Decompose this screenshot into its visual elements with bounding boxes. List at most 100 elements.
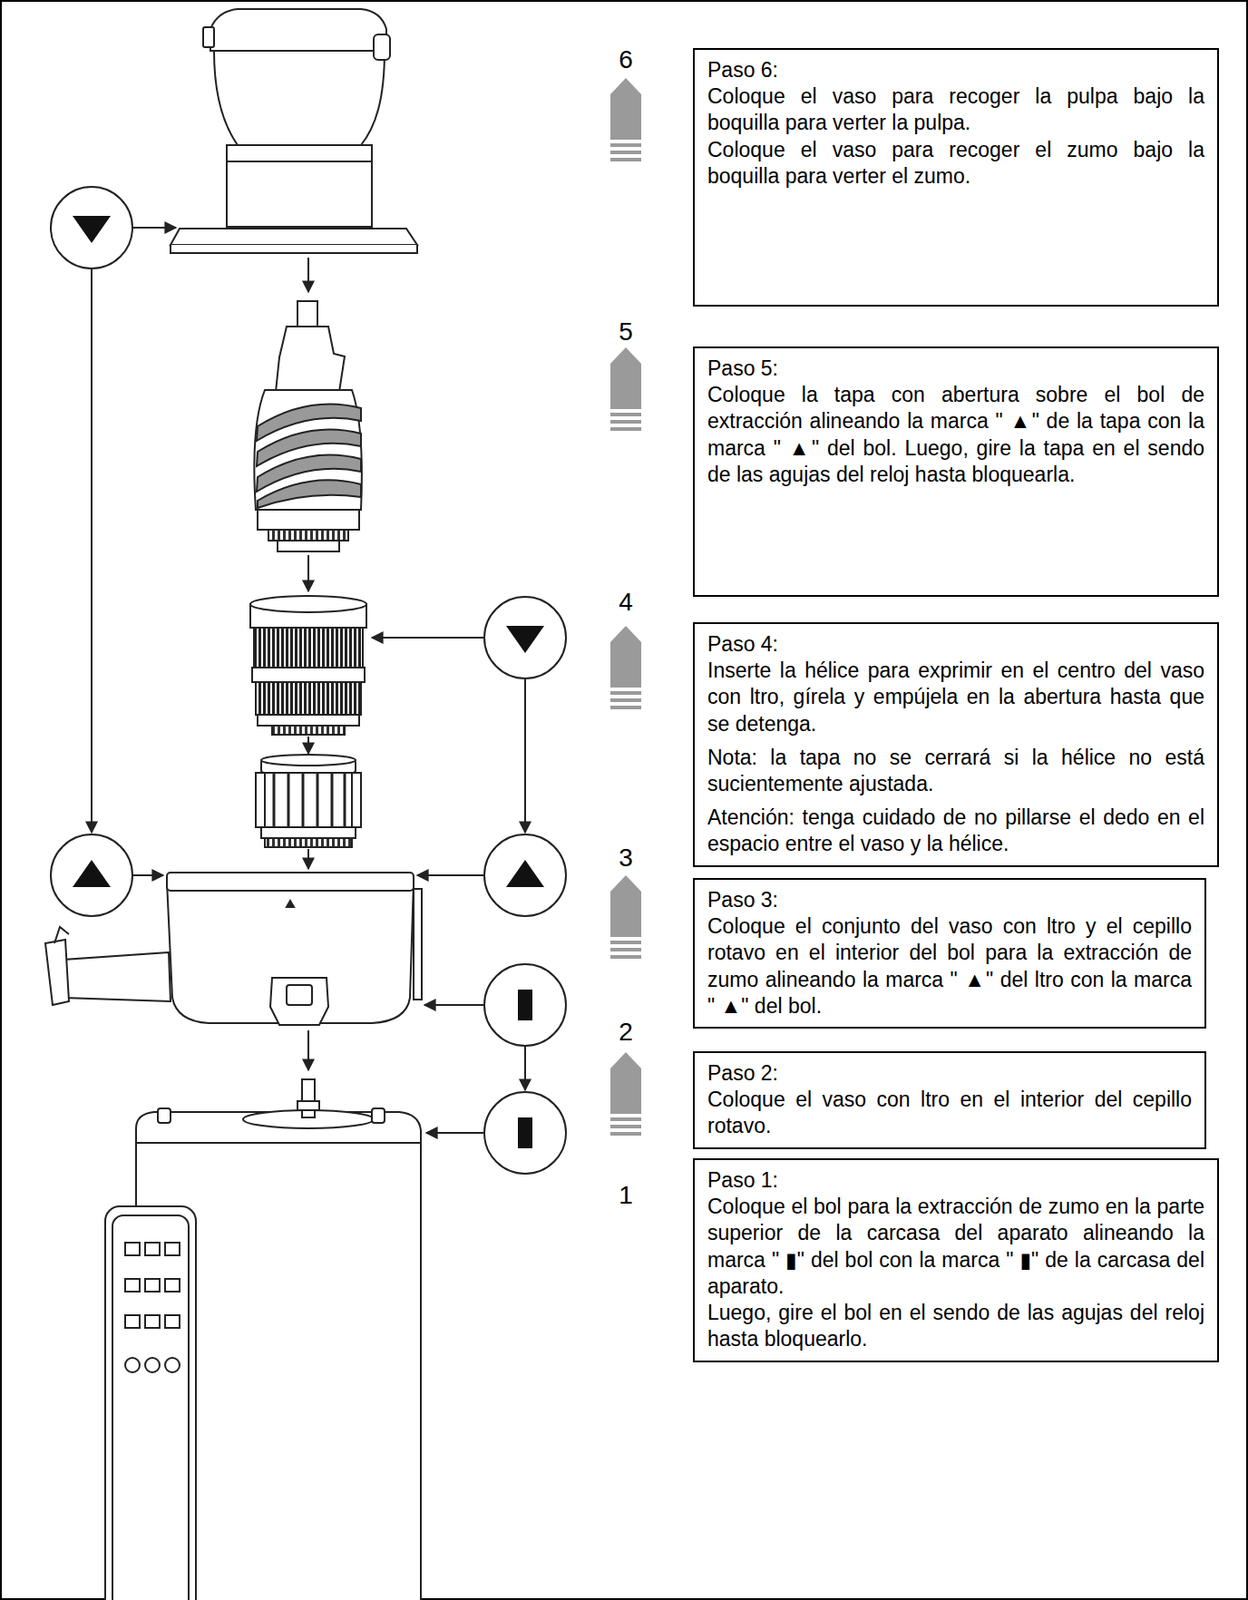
- panel-knob: [145, 1357, 160, 1373]
- callout-number: 4: [618, 587, 634, 617]
- step-bar-stripe: [610, 691, 642, 695]
- brush-bar: [273, 772, 276, 828]
- assembly-arrows: [307, 257, 310, 1071]
- filter-bottom: [257, 714, 360, 726]
- step-bar: [610, 875, 642, 937]
- pulp-cap-hook: [54, 926, 69, 944]
- step-bar: [610, 625, 642, 688]
- step-text: Nota: la tapa no se cerrará si la hélice…: [707, 744, 1205, 798]
- step-bar-stripe: [610, 698, 642, 702]
- step-text: Coloque el vaso para recoger la pulpa ba…: [707, 83, 1205, 137]
- lid-plate-edge: [170, 244, 418, 254]
- bowl-mark: [286, 900, 294, 907]
- pulp-cap: [45, 939, 69, 1005]
- juice-spout-cap: [286, 984, 312, 1005]
- step-bar-stripe: [610, 1117, 642, 1122]
- leader-arrow: [132, 874, 164, 877]
- brush-wiper: [351, 772, 361, 828]
- lid-body: [226, 145, 372, 227]
- lid-plate: [170, 228, 418, 245]
- filter-mesh: [255, 682, 361, 715]
- pulp-outlet: [63, 952, 171, 1002]
- step-bar-stripe: [610, 412, 642, 417]
- filter-mesh: [253, 627, 363, 668]
- down-arrow: [307, 555, 310, 592]
- symbol-circle: [50, 186, 133, 269]
- brush-top: [261, 754, 356, 766]
- step-text: Coloque el vaso con ltro en el interior …: [707, 1086, 1192, 1140]
- leader-arrow: [371, 636, 485, 639]
- step-heading: Paso 1:: [707, 1167, 1205, 1194]
- callout-number: 1: [618, 1180, 634, 1210]
- triangle-down-symbol: [72, 215, 111, 244]
- brush-teeth: [264, 838, 352, 848]
- brush-bar: [331, 772, 334, 828]
- step-bars: [610, 78, 642, 1136]
- step-heading: Paso 2:: [707, 1060, 1192, 1087]
- brush-bottom-ring: [261, 827, 356, 839]
- auger-shaft: [297, 301, 318, 329]
- brush-wiper: [255, 772, 265, 828]
- panel-button: [165, 1315, 180, 1328]
- step-bar: [610, 347, 642, 410]
- triangle-down-symbol: [506, 625, 545, 654]
- down-arrow: [307, 848, 310, 869]
- base-post: [371, 1108, 385, 1123]
- step-bar-stripe: [610, 1131, 642, 1136]
- panel-button: [145, 1315, 160, 1328]
- symbol-circle: [484, 596, 566, 679]
- step-heading: Paso 3:: [707, 887, 1192, 914]
- step-text: Luego, gire el bol en el sendo de las ag…: [707, 1299, 1205, 1353]
- panel-knob: [165, 1357, 180, 1373]
- brush-bar: [287, 772, 291, 828]
- step-bar-stripe: [610, 157, 642, 162]
- leader-arrow: [132, 226, 176, 229]
- down-arrow: [307, 1030, 310, 1071]
- step-bar-stripe: [610, 940, 642, 945]
- panel-knob: [125, 1357, 140, 1373]
- auger-spiral: [257, 479, 361, 508]
- callout-number: 6: [618, 45, 634, 75]
- bar-symbol: [517, 1117, 533, 1149]
- step-bar: [610, 78, 642, 140]
- step-heading: Paso 4:: [707, 631, 1205, 658]
- bowl-body: [166, 881, 414, 1024]
- alignment-symbols: [50, 186, 566, 1174]
- auger-base: [257, 509, 360, 530]
- lid-illustration: [170, 9, 418, 254]
- symbol-circle: [484, 1092, 566, 1174]
- step-text: Coloque el vaso para recoger el zumo baj…: [707, 136, 1205, 190]
- symbol-circle: [484, 834, 566, 917]
- symbol-leaders: [91, 227, 526, 1133]
- brush-bar: [302, 772, 305, 828]
- leader-arrow: [524, 678, 527, 833]
- auger-foot: [277, 540, 340, 552]
- step-box: Paso 1:Coloque el bol para la extracción…: [692, 1158, 1219, 1363]
- step-bar-stripe: [610, 1124, 642, 1129]
- step-box: Paso 3:Coloque el conjunto del vaso con …: [692, 877, 1207, 1029]
- bowl-rim: [166, 872, 414, 891]
- bar-symbol: [517, 989, 533, 1021]
- auger-illustration: [253, 301, 362, 552]
- triangle-up-symbol: [72, 859, 111, 888]
- control-panel: [105, 1206, 196, 1600]
- filter-top: [250, 595, 367, 613]
- filter-band: [252, 667, 365, 683]
- bowl-handle: [413, 888, 422, 1000]
- lid-body-edge: [226, 160, 372, 163]
- lid-latch: [203, 27, 215, 48]
- symbol-circle: [50, 834, 133, 917]
- step-box: Paso 5:Coloque la tapa con abertura sobr…: [692, 346, 1219, 597]
- step-bar-stripe: [610, 427, 642, 431]
- leader-arrow: [90, 268, 93, 833]
- panel-button: [125, 1315, 140, 1328]
- brush-bar: [316, 772, 320, 828]
- auger-teeth: [268, 529, 349, 541]
- step-text: Coloque el conjunto del vaso con ltro y …: [707, 913, 1192, 1020]
- filter-illustration: [250, 595, 367, 735]
- panel-button: [165, 1278, 180, 1292]
- leader-arrow: [424, 1004, 485, 1006]
- leader-arrow: [417, 874, 485, 877]
- panel-button: [145, 1278, 160, 1292]
